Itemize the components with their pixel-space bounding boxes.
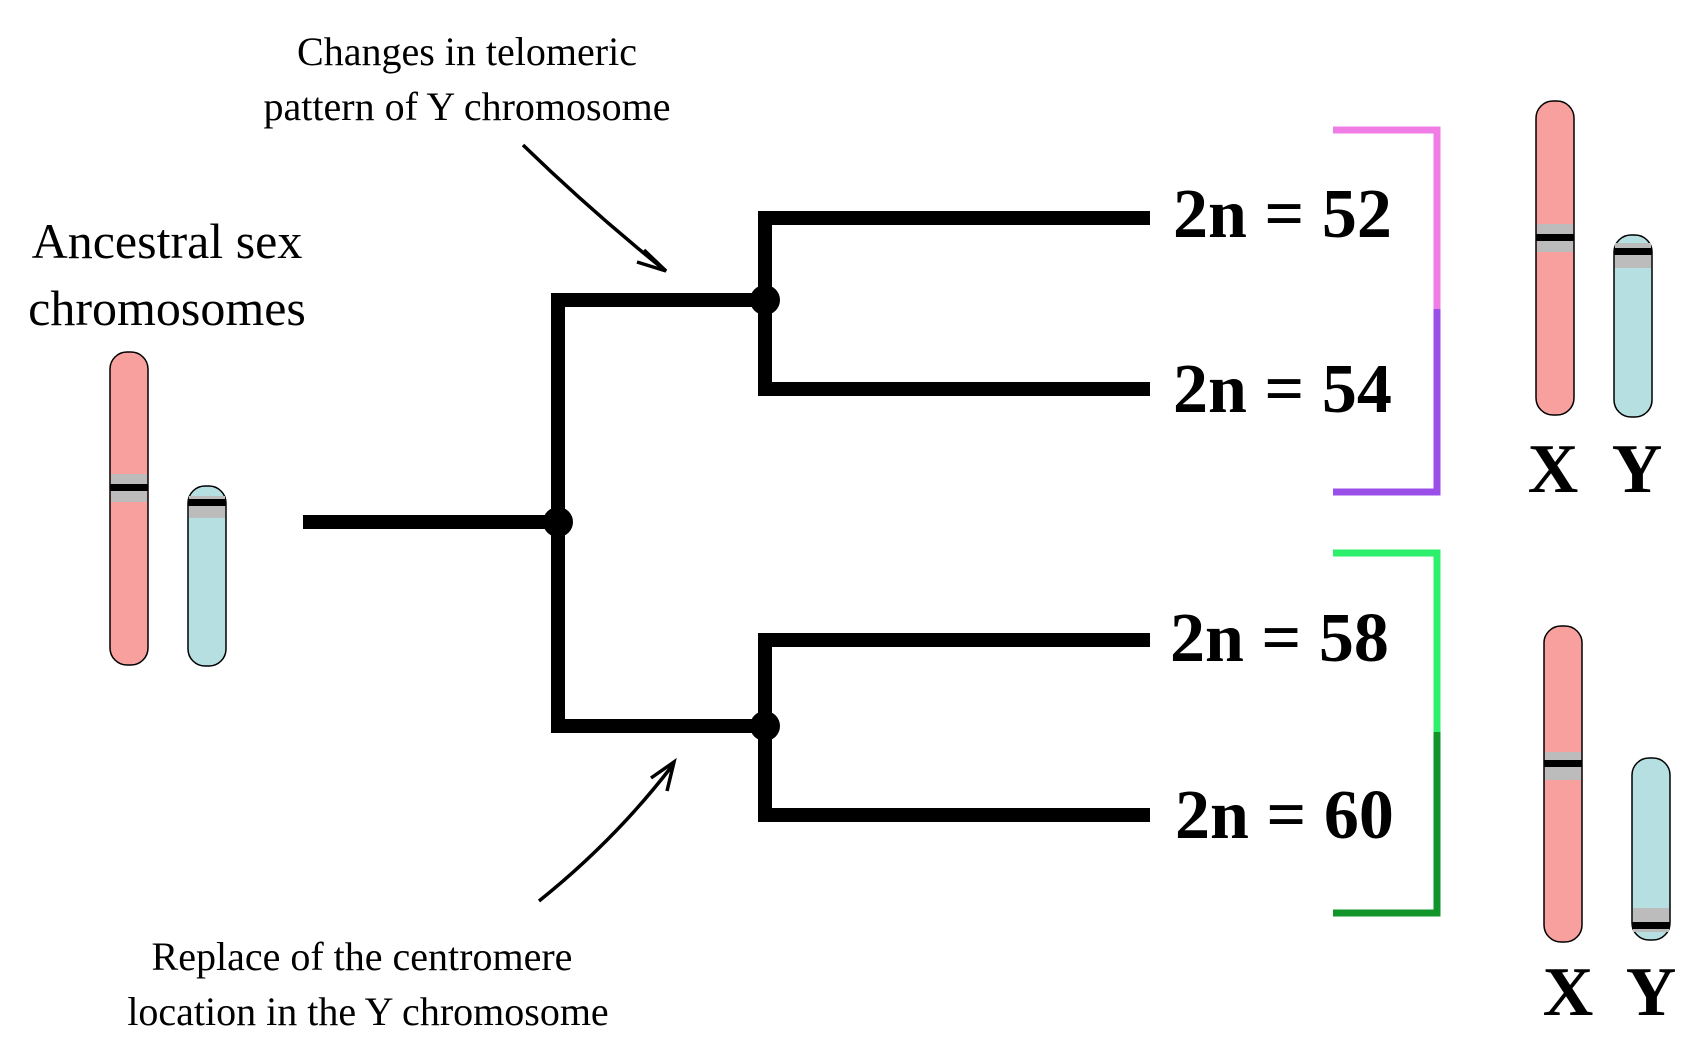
- centromere-arrow: [537, 757, 677, 903]
- telomeric-annotation-line1: Changes in telomeric: [297, 29, 637, 74]
- ancestral-label-line2: chromosomes: [28, 280, 306, 336]
- ancestral-label-line1: Ancestral sex: [32, 213, 303, 269]
- ancestral-y-chromosome: [187, 485, 227, 667]
- lower-y-chromosome: [1631, 757, 1671, 941]
- bracket-segment-54: [1333, 309, 1441, 496]
- upper-y-chromosome: [1613, 234, 1653, 418]
- leaf-label-54: 2n = 54: [1173, 351, 1392, 428]
- tree-nodes: [543, 285, 780, 741]
- leaf-label-60: 2n = 60: [1175, 777, 1394, 854]
- lower-x-chromosome: [1543, 625, 1583, 943]
- leaf-label-52: 2n = 52: [1173, 176, 1392, 253]
- bracket-segment-60: [1333, 732, 1441, 917]
- ancestral-x-chromosome: [109, 351, 149, 666]
- bracket-segment-58: [1333, 549, 1441, 732]
- lower-x-label: X: [1543, 954, 1594, 1031]
- telomeric-arrow: [521, 143, 668, 273]
- upper-x-chromosome: [1535, 100, 1575, 416]
- telomeric-annotation-line2: pattern of Y chromosome: [264, 84, 671, 129]
- centromere-annotation-line2: location in the Y chromosome: [127, 989, 608, 1034]
- bracket-upper-clade: [1333, 126, 1441, 496]
- upper-y-label: Y: [1612, 431, 1663, 508]
- centromere-annotation-line1: Replace of the centromere: [152, 934, 573, 979]
- leaf-label-58: 2n = 58: [1170, 600, 1389, 677]
- bracket-lower-clade: [1333, 549, 1441, 917]
- bracket-segment-52: [1333, 126, 1441, 309]
- phylogenetic-tree: [303, 211, 1150, 822]
- lower-y-label: Y: [1626, 954, 1677, 1031]
- upper-x-label: X: [1528, 431, 1579, 508]
